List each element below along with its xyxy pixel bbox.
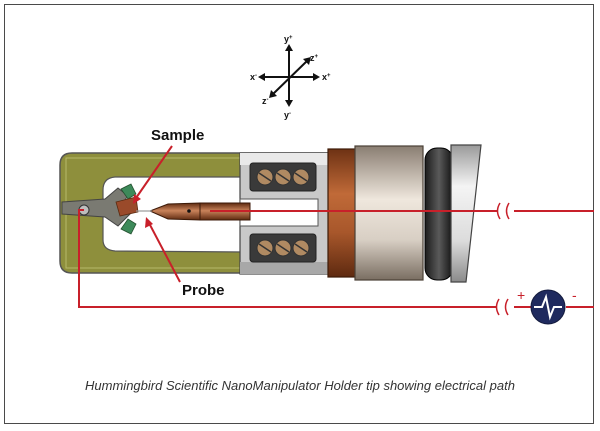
figure-frame	[4, 4, 594, 424]
holder-end-bevel	[450, 144, 482, 283]
o-ring	[424, 147, 454, 281]
ac-source-icon	[530, 289, 566, 325]
sample-body	[115, 196, 139, 217]
axis-z-minus-label: z-	[262, 96, 269, 106]
sample-leader-line	[135, 145, 173, 199]
axis-y-minus-label: y-	[284, 110, 291, 120]
screw-row-top	[256, 168, 310, 186]
wire-break-bottom	[495, 298, 509, 316]
probe-leader-arrow	[145, 217, 153, 228]
screw-row-bottom	[256, 239, 310, 257]
source-plus-sign: +	[517, 287, 525, 303]
sample-label: Sample	[151, 127, 204, 144]
copper-collar	[327, 148, 357, 278]
figure-caption: Hummingbird Scientific NanoManipulator H…	[85, 378, 515, 393]
axes-lines	[262, 48, 316, 103]
axis-y-plus-label: y+	[284, 34, 293, 44]
electrical-path	[78, 202, 594, 316]
axes-indicator: y+ y- x+ x- z+ z-	[250, 34, 331, 120]
holder-body	[354, 145, 424, 281]
sample-wire	[78, 209, 497, 308]
probe-leader-line	[148, 222, 181, 283]
axis-x-plus-label: x+	[322, 72, 331, 82]
axes-arrowheads	[258, 44, 320, 107]
barrel-block	[239, 152, 333, 275]
source-minus-sign: -	[572, 287, 577, 303]
probe	[136, 202, 251, 221]
wire-break-top	[496, 202, 510, 220]
axis-x-minus-label: x-	[250, 72, 257, 82]
sample-leader-arrow	[133, 194, 141, 204]
axis-z-plus-label: z+	[310, 53, 319, 63]
probe-label: Probe	[182, 282, 225, 299]
